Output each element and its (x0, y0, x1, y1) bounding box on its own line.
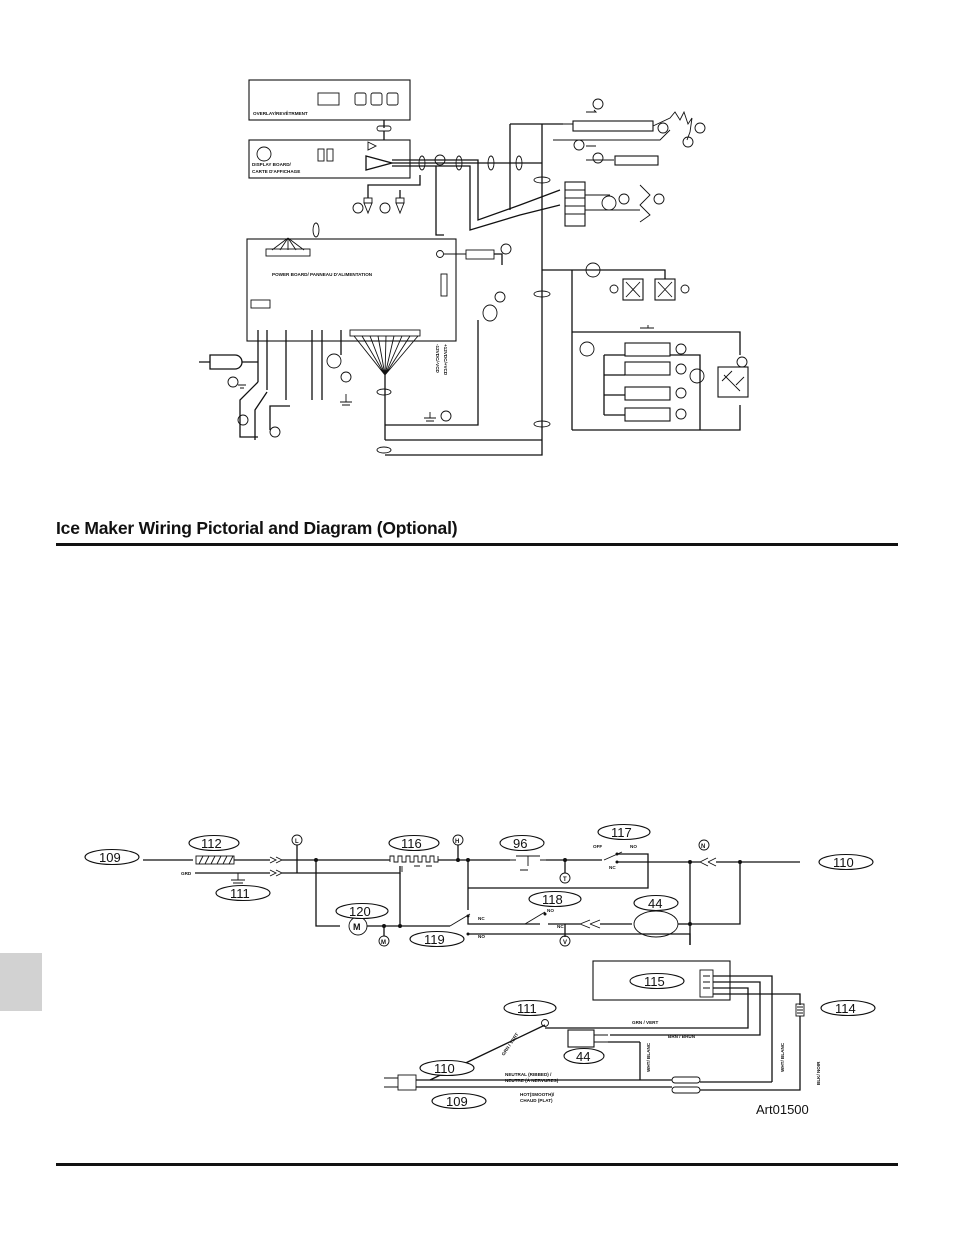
svg-text:111: 111 (517, 1001, 537, 1016)
callout-115: 115 (629, 972, 685, 990)
svg-text:115: 115 (644, 974, 665, 989)
terminal-m: M (381, 940, 386, 946)
svg-text:116: 116 (401, 836, 422, 851)
top-wiring-pictorial: OVERLAY/REVÊTRMENT DISPLAY BOARD/ CARTE … (199, 79, 749, 456)
footer-rule (56, 1163, 898, 1166)
callout-110-lower: 110 (419, 1059, 475, 1077)
label-grn-vert: GRN / VERT (632, 1020, 658, 1025)
overlay-box (248, 79, 411, 121)
svg-text:110: 110 (434, 1061, 455, 1076)
switch-119-no: NO (478, 934, 485, 939)
callout-116: 116 (388, 834, 440, 852)
callout-120: 120 (335, 902, 389, 920)
switch-117-nc: NC (609, 865, 616, 870)
switch-118-no: NO (547, 908, 554, 913)
ice-maker-pictorial: GRN / VERT BRN / BRUN GRN / VERT WHT/ BL… (384, 960, 876, 1117)
display-board-label-2: CARTE D'AFFICHAGE (252, 169, 300, 174)
callout-96: 96 (499, 834, 545, 852)
label-blk-noir: BLK/ NOIR (816, 1061, 821, 1085)
switch-119-nc: NC (478, 916, 485, 921)
svg-text:112: 112 (201, 836, 222, 851)
label-hot-1: HOT(SMOOTH)/ (520, 1092, 555, 1097)
voltage-label-1: -12VDC/-VCD (435, 344, 440, 374)
callout-119: 119 (409, 930, 465, 948)
svg-text:111: 111 (230, 886, 250, 901)
terminal-n: N (701, 844, 705, 850)
svg-text:114: 114 (835, 1001, 856, 1016)
svg-text:109: 109 (446, 1094, 468, 1109)
voltage-label-2: +12VDC/+VCD (443, 344, 448, 376)
callout-44-top: 44 (633, 894, 679, 912)
callout-114: 114 (820, 999, 876, 1017)
terminal-v: V (563, 940, 567, 946)
art-code: Art01500 (756, 1102, 809, 1117)
callout-112: 112 (188, 834, 240, 852)
page-tab (0, 953, 42, 1011)
grd-label: GRD (181, 871, 192, 876)
overlay-label: OVERLAY/REVÊTRMENT (253, 109, 308, 116)
terminal-t: T (563, 877, 567, 883)
switch-117-off: OFF (593, 844, 602, 849)
svg-text:110: 110 (833, 855, 854, 870)
svg-text:M: M (353, 922, 361, 932)
svg-text:117: 117 (611, 825, 632, 840)
callout-118: 118 (528, 890, 582, 908)
terminal-h: H (455, 839, 459, 845)
title-rule (56, 543, 898, 546)
callout-44-lower: 44 (563, 1047, 605, 1065)
callout-111: 111 (215, 884, 271, 902)
callout-109-lower: 109 (431, 1092, 487, 1110)
svg-text:118: 118 (542, 892, 563, 907)
section-title: Ice Maker Wiring Pictorial and Diagram (… (56, 518, 458, 538)
switch-118-nc: NC (557, 924, 564, 929)
display-board-label-1: DISPLAY BOARD/ (252, 162, 292, 167)
svg-text:120: 120 (349, 904, 371, 919)
callout-117: 117 (597, 823, 651, 841)
switch-117-no: NO (630, 844, 637, 849)
display-board-box (248, 139, 411, 179)
svg-text:44: 44 (576, 1049, 590, 1064)
label-neutral-2: NEUTRE (À NERVURES) (505, 1077, 559, 1083)
power-board-box (246, 238, 457, 342)
label-neutral-1: NEUTRAL (RIBBED) / (505, 1072, 552, 1077)
label-brn-brun: BRN / BRUN (668, 1034, 696, 1039)
callout-111-lower: 111 (503, 999, 557, 1017)
svg-text:96: 96 (513, 836, 527, 851)
svg-text:44: 44 (648, 896, 662, 911)
svg-text:119: 119 (424, 932, 445, 947)
ice-maker-schematic: GRD M L H T N M V (84, 823, 874, 948)
label-hot-2: CHAUD (PLAT) (520, 1098, 553, 1103)
callout-110-top: 110 (818, 853, 874, 871)
terminal-l: L (295, 839, 299, 845)
label-wht-blanc-2: WHT/ BLANC (780, 1042, 785, 1072)
callout-109: 109 (84, 848, 140, 866)
label-wht-blanc: WHT/ BLANC (646, 1042, 651, 1072)
power-board-label: POWER BOARD/ PANNEAU D'ALIMENTATION (272, 272, 373, 277)
svg-text:109: 109 (99, 850, 121, 865)
